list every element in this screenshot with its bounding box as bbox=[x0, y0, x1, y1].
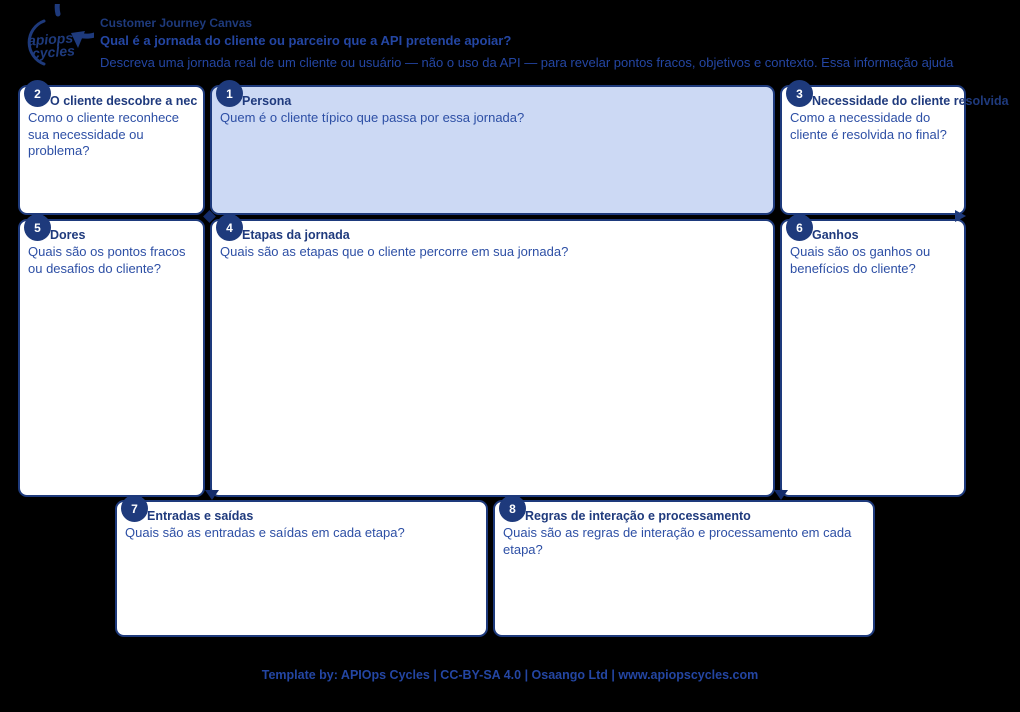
apiops-cycles-logo: apiops cycles bbox=[8, 0, 118, 76]
box-title: Etapas da jornada bbox=[242, 228, 350, 242]
box-prompt: Quais são as regras de interação e proce… bbox=[503, 525, 852, 557]
box-prompt: Quais são as etapas que o cliente percor… bbox=[220, 244, 569, 259]
step-badge: 8 bbox=[499, 495, 526, 522]
canvas-name-label: Customer Journey Canvas bbox=[100, 16, 253, 30]
box-title: Persona bbox=[242, 94, 292, 108]
step-badge: 7 bbox=[121, 495, 148, 522]
logo-circle-arrow-icon: apiops cycles bbox=[27, 0, 118, 66]
junction-arrow-down-icon bbox=[774, 490, 788, 500]
box-ganhos[interactable]: 6 Ganhos Quais são os ganhos ou benefíci… bbox=[780, 214, 966, 497]
step-badge: 1 bbox=[216, 80, 243, 107]
attribution-footer: Template by: APIOps Cycles | CC-BY-SA 4.… bbox=[261, 668, 759, 682]
box-title: Regras de interação e processamento bbox=[525, 509, 751, 523]
box-prompt: Como o cliente reconhece sua necessidade… bbox=[28, 110, 180, 159]
box-necessidade-resolvida[interactable]: 3 Necessidade do cliente resolvida Como … bbox=[780, 80, 1009, 215]
box-etapas-da-jornada[interactable]: 4 Etapas da jornada Quais são as etapas … bbox=[210, 214, 775, 497]
box-entradas-e-saidas[interactable]: 7 Entradas e saídas Quais são as entrada… bbox=[115, 495, 488, 637]
box-title: Ganhos bbox=[812, 228, 859, 242]
junction-arrow-down-icon bbox=[205, 490, 219, 500]
logo-text-cycles: cycles bbox=[31, 42, 75, 61]
canvas-description: Descreva uma jornada real de um cliente … bbox=[100, 55, 954, 70]
box-prompt: Como a necessidade do cliente é resolvid… bbox=[790, 110, 947, 142]
box-dores[interactable]: 5 Dores Quais são os pontos fracos ou de… bbox=[18, 214, 205, 497]
box-prompt: Quem é o cliente típico que passa por es… bbox=[220, 110, 525, 125]
step-badge: 2 bbox=[24, 80, 51, 107]
box-persona[interactable]: 1 Persona Quem é o cliente típico que pa… bbox=[210, 80, 775, 215]
box-prompt: Quais são as entradas e saídas em cada e… bbox=[125, 525, 405, 540]
step-badge: 5 bbox=[24, 214, 51, 241]
junction-arrow-right-icon bbox=[955, 210, 966, 222]
step-badge: 3 bbox=[786, 80, 813, 107]
step-badge: 4 bbox=[216, 214, 243, 241]
box-title: Necessidade do cliente resolvida bbox=[812, 94, 1009, 108]
box-regras-interacao-processamento[interactable]: 8 Regras de interação e processamento Qu… bbox=[493, 495, 875, 637]
box-title: Dores bbox=[50, 228, 86, 242]
box-title: O cliente descobre a necessidade bbox=[50, 94, 197, 108]
step-badge: 6 bbox=[786, 214, 813, 241]
box-prompt: Quais são os pontos fracos ou desafios d… bbox=[28, 244, 186, 276]
logo-text-apiops: apiops bbox=[27, 29, 73, 48]
box-cliente-descobre-necessidade[interactable]: 2 O cliente descobre a necessidade Como … bbox=[18, 80, 205, 215]
box-prompt: Quais são os ganhos ou benefícios do cli… bbox=[790, 244, 931, 276]
canvas-question-title: Qual é a jornada do cliente ou parceiro … bbox=[100, 33, 512, 48]
box-title: Entradas e saídas bbox=[147, 509, 254, 523]
